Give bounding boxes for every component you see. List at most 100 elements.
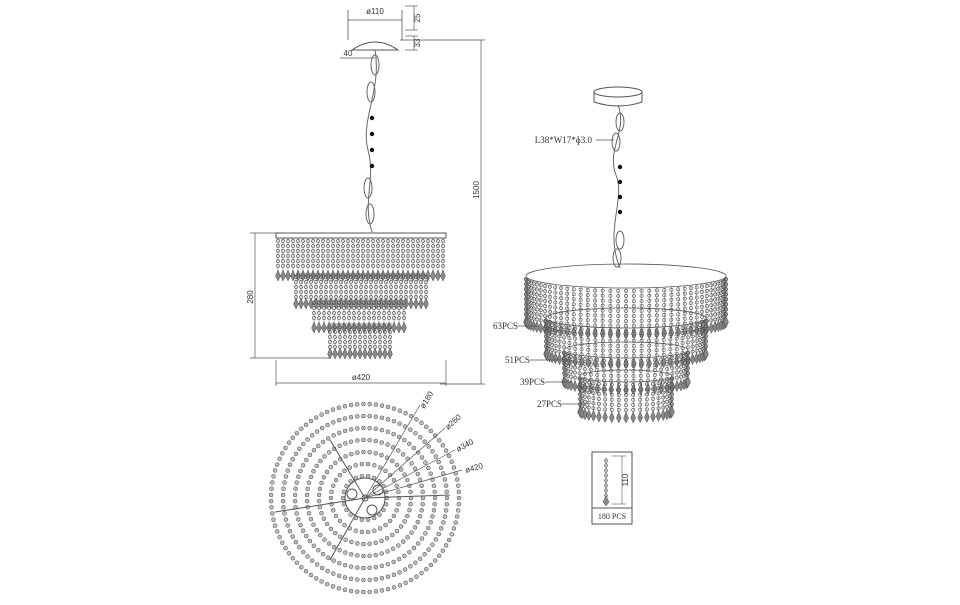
plan-crystal-bead <box>407 507 412 513</box>
plan-crystal-bead <box>281 505 286 510</box>
crystal-bead <box>631 349 636 353</box>
crystal-bead <box>543 304 547 308</box>
crystal-bead <box>342 301 346 305</box>
crystal-bead <box>431 249 435 253</box>
plan-crystal-bead <box>379 440 384 445</box>
plan-crystal-bead <box>343 537 348 542</box>
crystal-bead <box>368 335 372 339</box>
plan-crystal-bead <box>419 508 424 513</box>
plan-crystal-bead <box>311 469 316 474</box>
crystal-bead <box>557 329 562 334</box>
crystal-bead <box>670 377 674 381</box>
crystal-bead <box>387 301 391 305</box>
crystal-bead <box>689 306 693 311</box>
plan-crystal-bead <box>348 427 354 432</box>
crystal-bead <box>322 301 326 305</box>
crystal-count-tier-3: 39PCS <box>520 377 545 387</box>
crystal-bead <box>597 391 601 396</box>
crystal-bead <box>569 364 574 369</box>
plan-crystal-bead <box>359 461 365 467</box>
plan-crystal-bead <box>426 465 431 471</box>
crystal-bead <box>294 275 298 279</box>
plan-crystal-bead <box>415 519 421 525</box>
crystal-bead <box>331 249 335 253</box>
plan-crystal-bead <box>373 451 378 456</box>
plan-crystal-bead <box>304 492 310 498</box>
crystal-bead <box>662 308 667 312</box>
crystal-bead <box>299 285 303 289</box>
crystal-bead <box>724 282 728 286</box>
plan-crystal-bead <box>436 459 441 465</box>
crystal-bead <box>328 325 332 329</box>
crystal-bead <box>294 285 298 289</box>
crystal-bead <box>426 239 430 243</box>
crystal-bead <box>550 327 554 332</box>
crystal-bead <box>676 292 681 297</box>
crystal-bead <box>562 340 567 345</box>
crystal-bead <box>550 332 554 337</box>
plan-crystal-bead <box>294 430 300 436</box>
crystal-bead <box>676 302 681 307</box>
plan-crystal-bead <box>337 534 343 540</box>
crystal-bead <box>381 249 385 253</box>
crystal-bead <box>616 359 621 363</box>
crystal-bead <box>631 369 636 373</box>
crystal-bead <box>600 288 605 293</box>
crystal-bead <box>301 254 305 258</box>
crystal-bead <box>694 315 699 320</box>
crystal-bead <box>704 339 708 343</box>
plan-crystal-bead <box>319 510 324 516</box>
crystal-bead <box>586 385 591 390</box>
plan-crystal-bead <box>383 468 388 474</box>
plan-crystal-bead <box>367 577 372 583</box>
plan-crystal-bead <box>280 492 286 498</box>
plan-crystal-bead <box>354 589 360 594</box>
crystal-bead <box>694 300 699 305</box>
crystal-bead <box>329 280 333 284</box>
crystal-bead <box>414 275 418 279</box>
plan-crystal-bead <box>428 520 433 525</box>
crystal-bead <box>304 290 308 294</box>
crystal-bead <box>368 325 372 329</box>
crystal-bead <box>538 313 543 318</box>
crystal-bead <box>362 301 366 305</box>
plan-crystal-bead <box>367 437 372 443</box>
crystal-bead <box>690 334 695 339</box>
support-spoke <box>329 497 366 561</box>
crystal-bead <box>553 295 558 300</box>
plan-crystal-bead <box>432 489 437 495</box>
plan-crystal-bead <box>287 528 293 534</box>
crystal-bead <box>366 264 370 268</box>
plan-crystal-bead <box>308 516 314 522</box>
crystal-bead <box>426 264 430 268</box>
crystal-bead <box>304 280 308 284</box>
plan-crystal-bead <box>451 465 457 470</box>
plan-crystal-bead <box>319 425 325 431</box>
crystal-drop <box>655 409 662 422</box>
crystal-bead <box>694 285 699 290</box>
front-elevation-view: ø110 25 33 40 1500 <box>246 5 485 386</box>
crystal-bead <box>652 373 657 377</box>
crystal-bead <box>421 254 425 258</box>
crystal-bead <box>312 301 316 305</box>
plan-crystal-bead <box>361 449 366 455</box>
crystal-bead <box>597 381 601 386</box>
crystal-drop <box>638 357 645 370</box>
crystal-bead <box>406 249 410 253</box>
crystal-bead <box>600 343 605 348</box>
plan-crystal-bead <box>426 444 431 449</box>
crystal-bead <box>391 264 395 268</box>
plan-crystal-bead <box>385 429 391 435</box>
crystal-bead <box>321 249 325 253</box>
crystal-bead <box>609 358 614 363</box>
crystal-bead <box>382 311 386 315</box>
crystal-bead <box>655 318 659 323</box>
crystal-bead <box>361 254 365 258</box>
crystal-bead <box>394 275 398 279</box>
crystal-bead <box>565 301 570 306</box>
crystal-bead <box>565 316 570 321</box>
plan-crystal-bead <box>417 556 423 561</box>
crystal-bead <box>431 244 435 248</box>
crystal-bead <box>388 335 392 339</box>
plan-crystal-bead <box>331 508 336 513</box>
